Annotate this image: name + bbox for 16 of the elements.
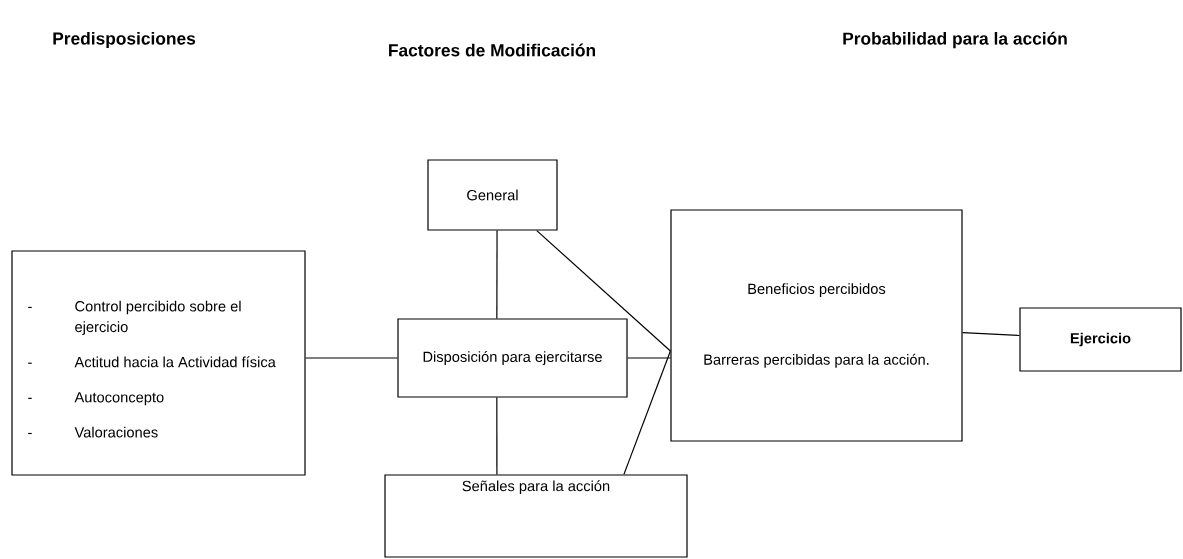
connector-line [536,230,671,352]
process-box: General [427,159,558,231]
process-box: Ejercicio [1019,307,1182,372]
connector-line [627,357,671,359]
connector-line [496,397,498,475]
column-heading: Factores de Modificación [389,43,595,57]
connector-line [623,350,671,475]
column-heading: Predisposiciones [53,31,196,49]
connector-line [962,332,1020,337]
process-box: Beneficios percibidos Barreras percibidas para la acción. [670,209,963,442]
connector-line [496,230,498,319]
list-box: - Control percibido sobre el ejercicio - Actitud hacia la Actividad física - Autoconcepto - Valoraciones [11,250,306,476]
process-box: Señales para la acción [384,474,688,558]
process-box: Disposición para ejercitarse [397,318,628,398]
column-heading: Probabilidad para la acción [843,31,1067,49]
connector-line [305,357,398,359]
